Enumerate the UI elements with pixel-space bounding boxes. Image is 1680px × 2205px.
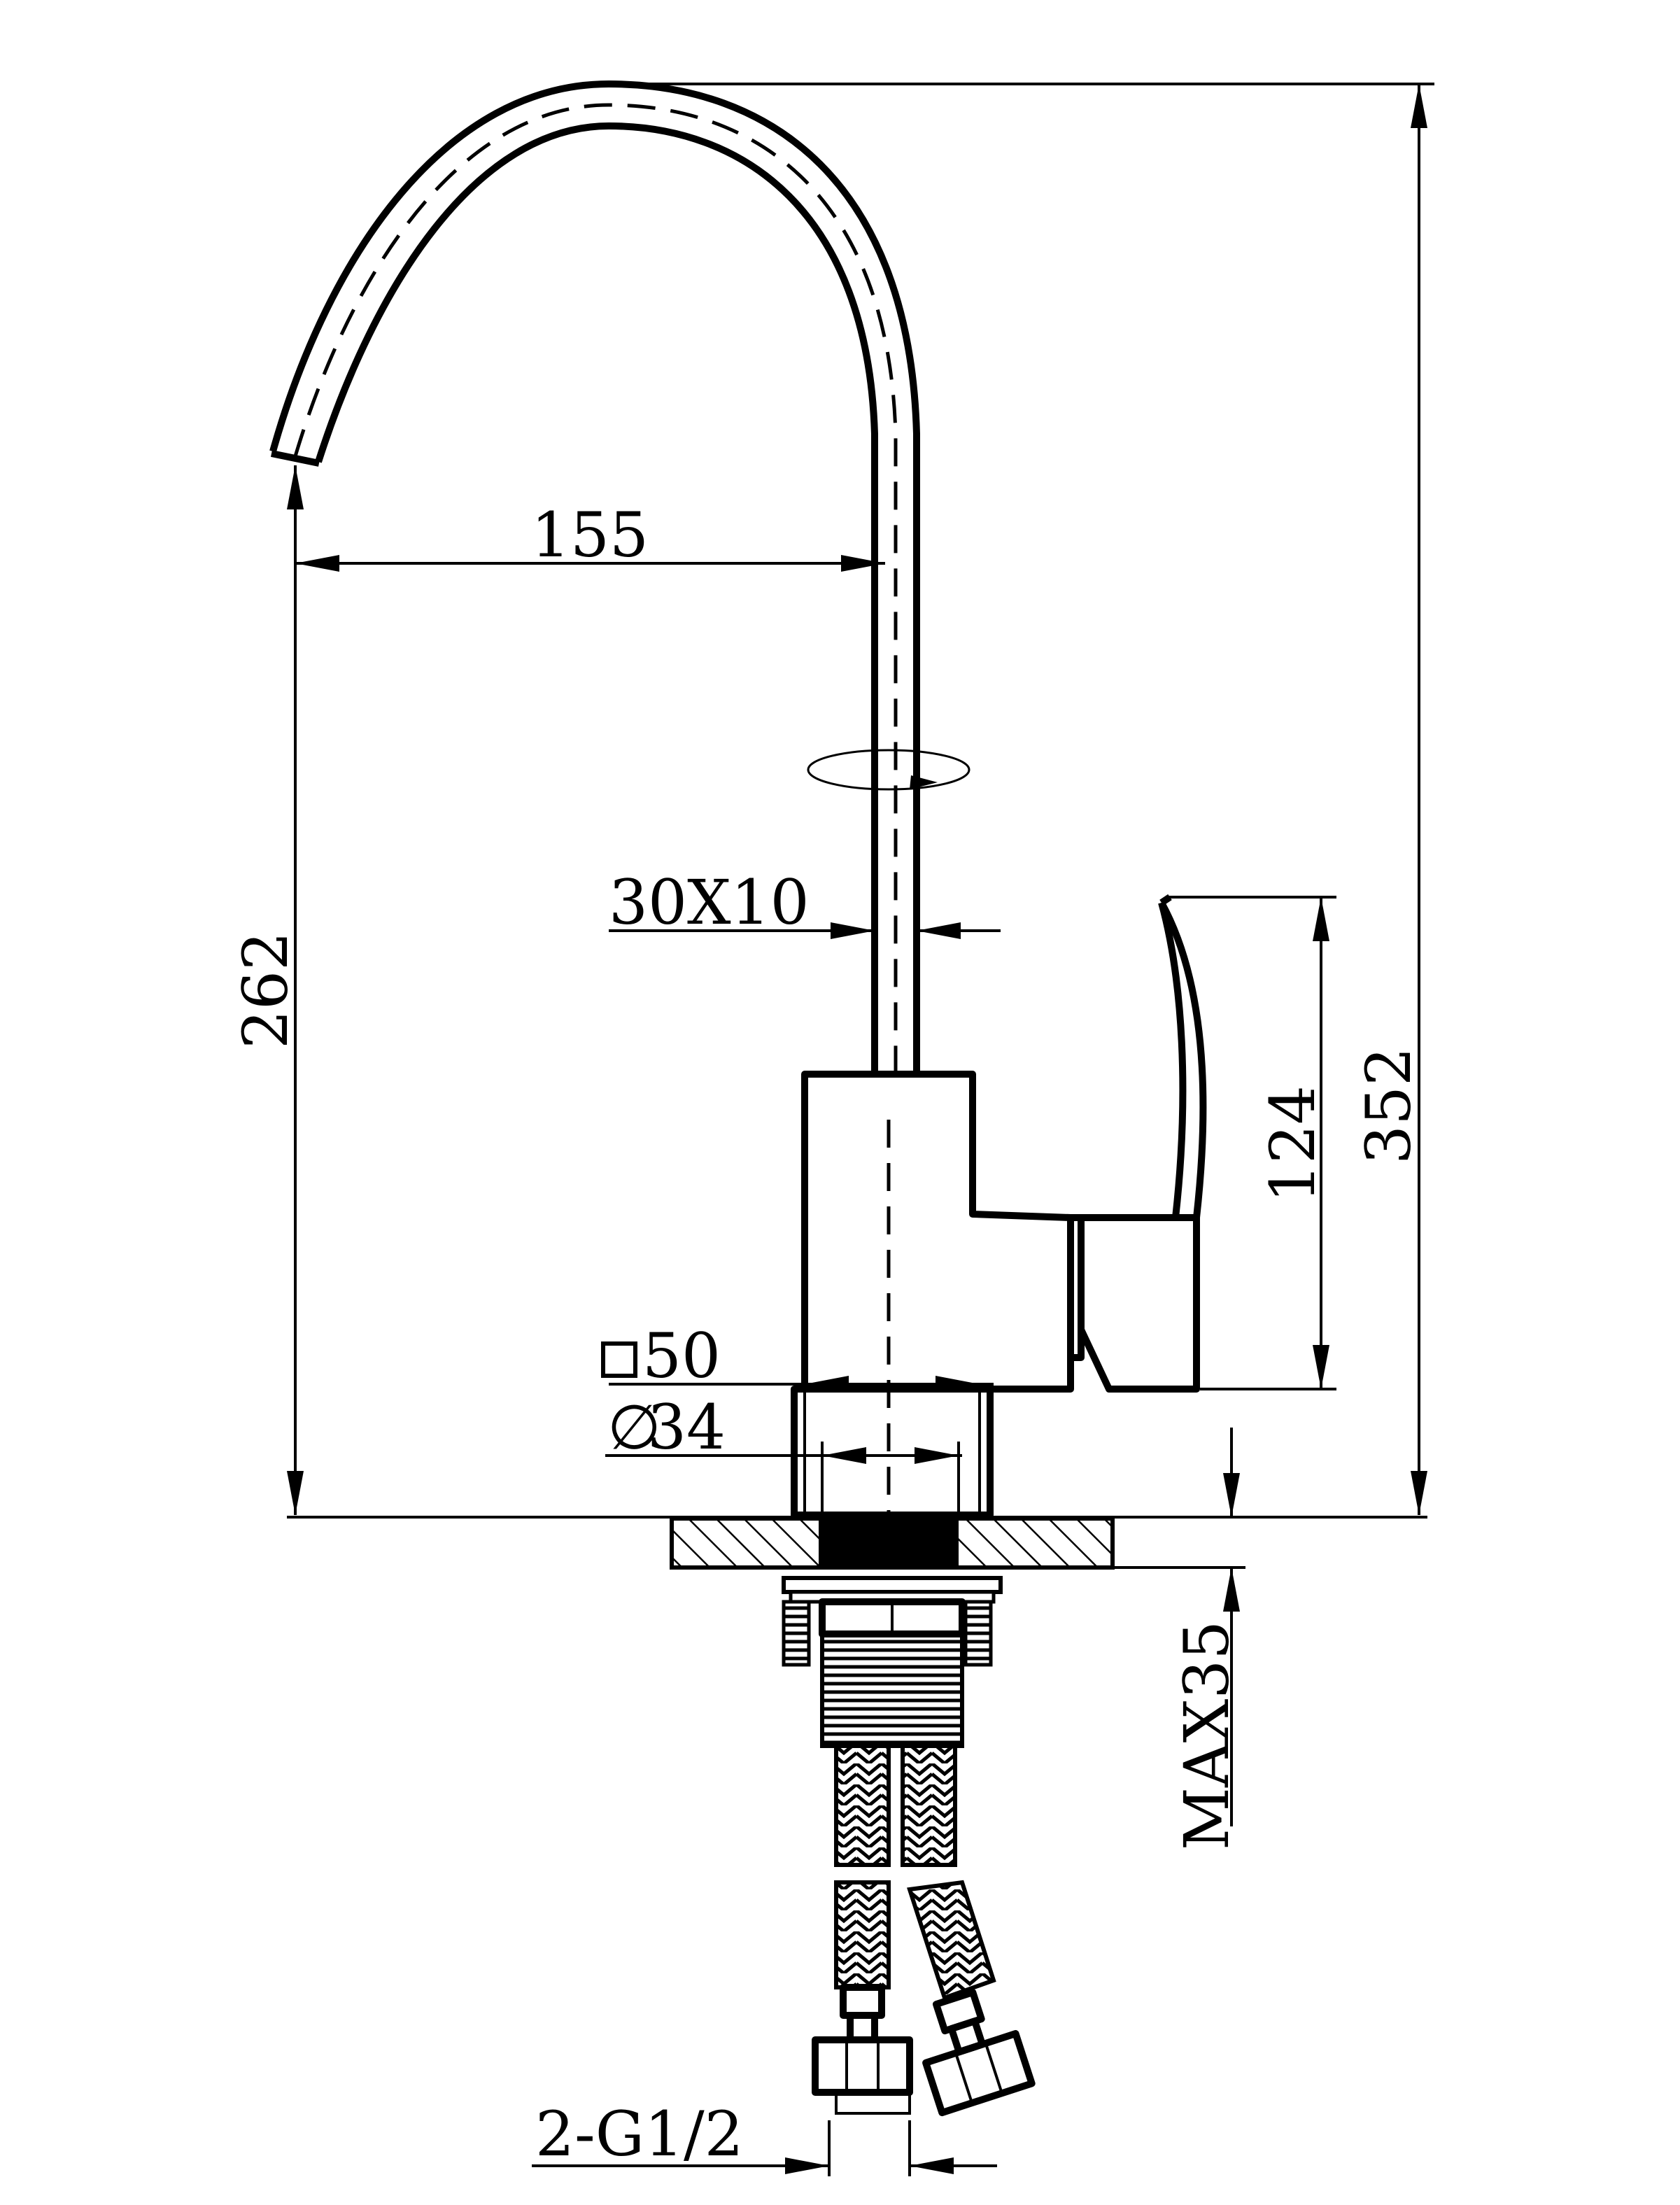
- deck-section: [670, 1516, 1115, 1570]
- dim-max-deck-thickness: MAX35: [1113, 1428, 1245, 1850]
- label-spout-section: 30X10: [609, 866, 810, 938]
- label-base-square: 50: [642, 1320, 721, 1392]
- square-icon: [601, 1341, 637, 1378]
- faucet-body: [801, 1071, 1074, 1393]
- flexible-hoses: [812, 1744, 1036, 2117]
- label-overall-height: 352: [1353, 1047, 1425, 1164]
- dim-spout-section: 30X10: [609, 866, 1001, 939]
- label-inlet-thread: 2-G1/2: [535, 2098, 744, 2170]
- dim-spout-reach: 155: [295, 499, 885, 572]
- dim-inlet-thread: 2-G1/2: [532, 2098, 997, 2176]
- label-spout-height: 262: [230, 931, 302, 1049]
- rotation-arrow-icon: [807, 749, 970, 791]
- lever-handle: [1067, 894, 1207, 1393]
- label-max-deck-thickness: MAX35: [1171, 1621, 1243, 1850]
- dim-overall-height: 352: [609, 83, 1434, 1515]
- dim-spout-height: 262: [230, 465, 304, 1515]
- diameter-symbol: ∅: [607, 1391, 661, 1463]
- dim-handle-height: 124: [1169, 896, 1336, 1390]
- dim-base-square: 50: [601, 1320, 994, 1393]
- spout: [269, 80, 920, 1078]
- label-handle-height: 124: [1257, 1085, 1329, 1203]
- mounting-hardware: [782, 1576, 1003, 1748]
- base-ring: [791, 1386, 994, 1519]
- label-spout-reach: 155: [531, 499, 649, 571]
- dim-base-diameter: ∅ 34: [605, 1391, 962, 1515]
- label-base-diameter: 34: [647, 1391, 726, 1463]
